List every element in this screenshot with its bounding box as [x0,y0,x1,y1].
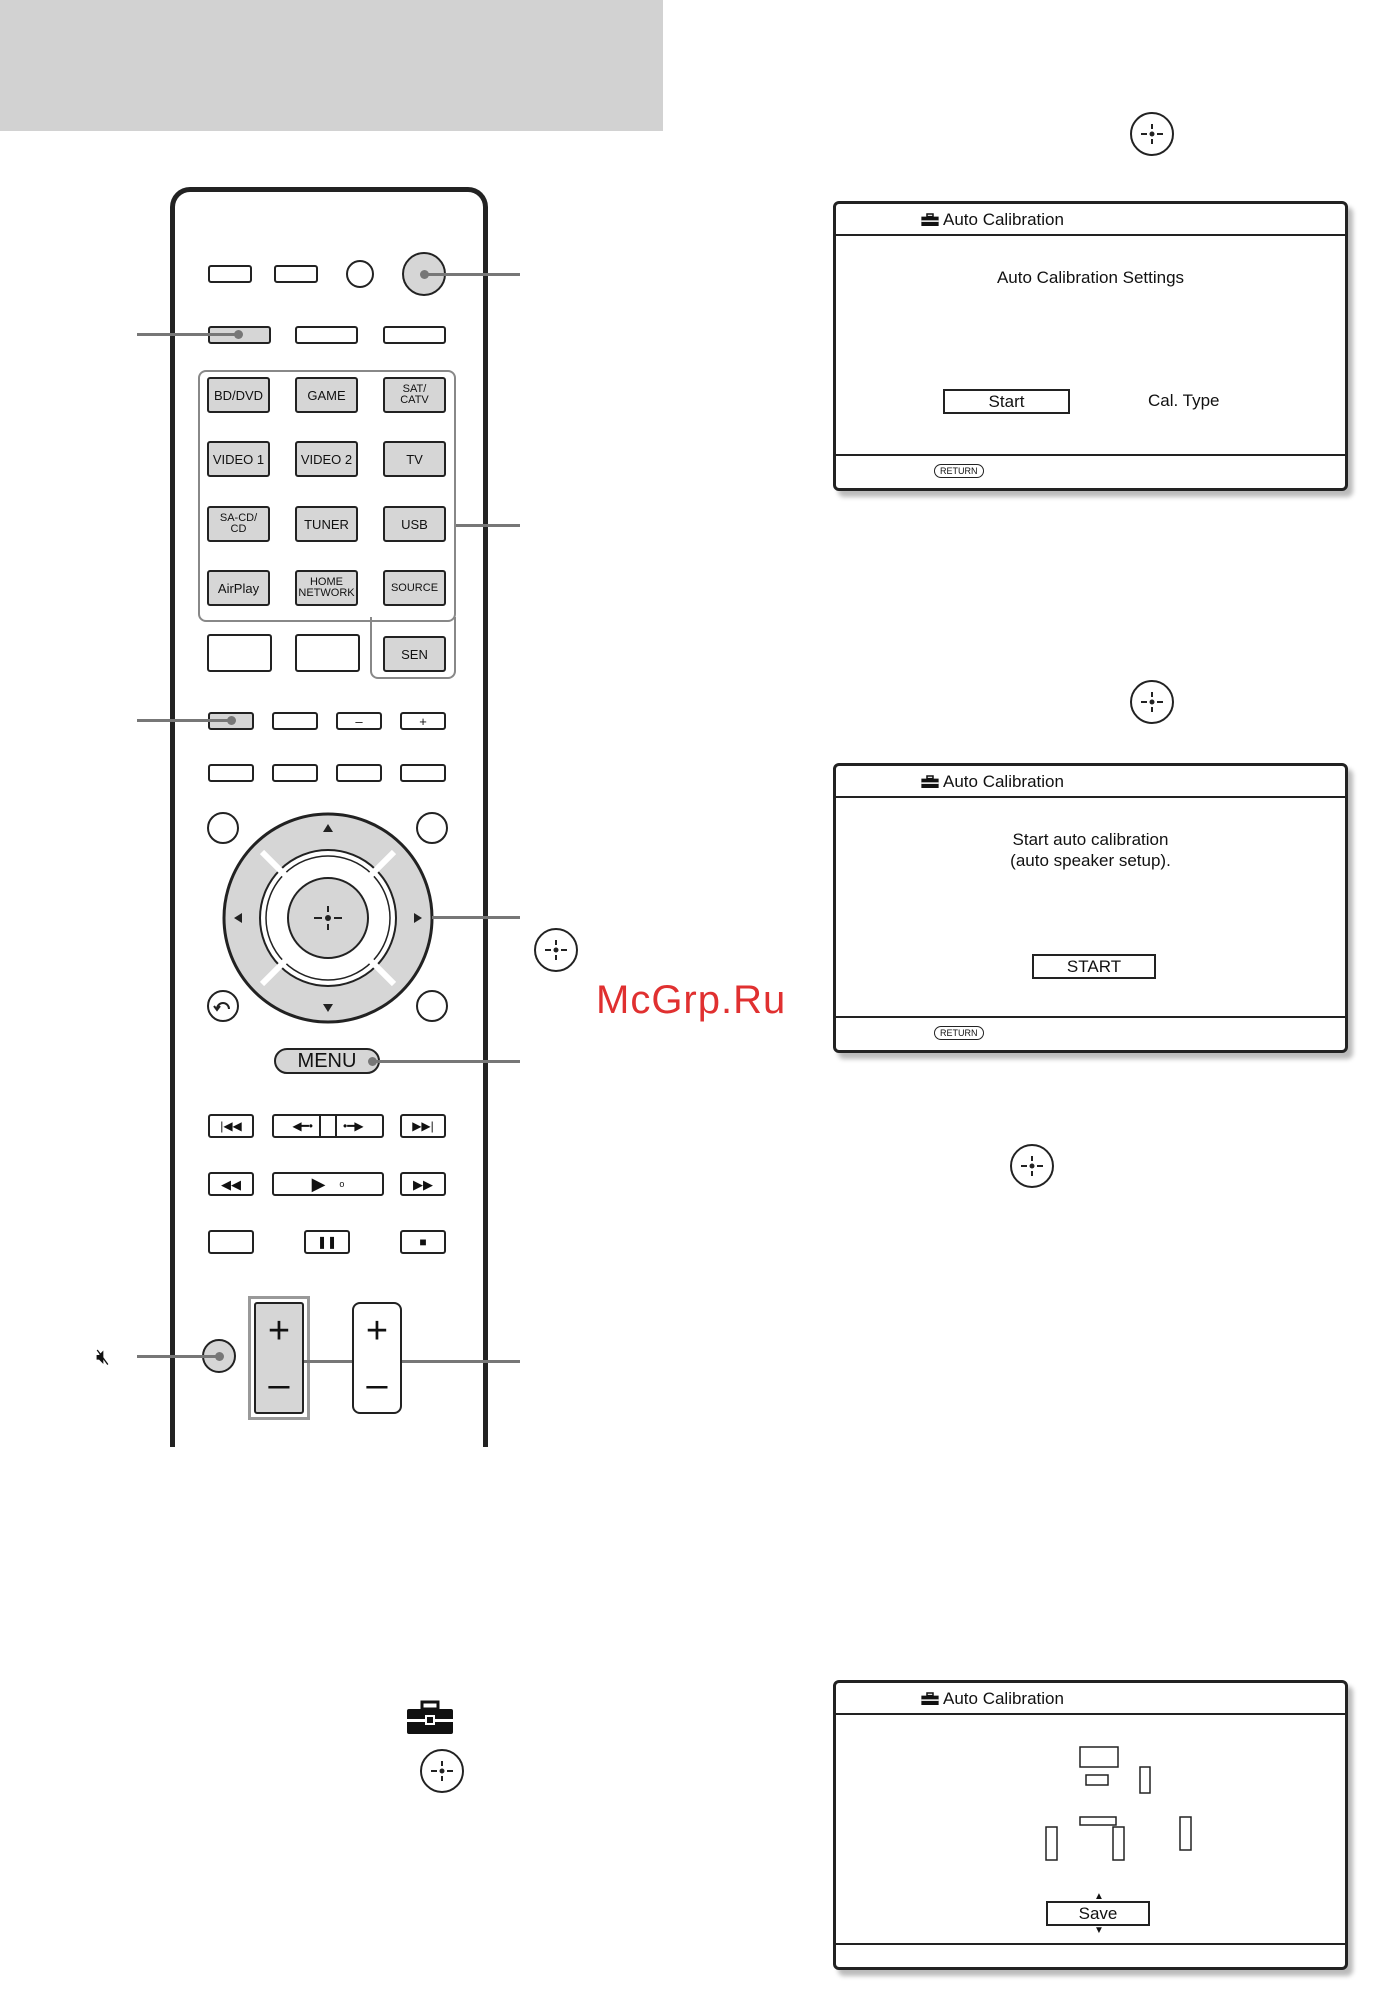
tv-volume-button[interactable]: + – [352,1302,402,1414]
enter-icon [534,928,578,972]
input-group-outline [370,617,456,679]
game-button[interactable]: GAME [295,377,358,413]
cal-type-item[interactable]: Cal. Type [1148,391,1220,410]
skip-button-pair[interactable]: ◀━• •━▶ [272,1114,384,1138]
usb-button[interactable]: USB [383,506,446,542]
back-skip-icon: ◀━• [292,1118,313,1133]
return-icon [213,1002,230,1012]
remote-button[interactable] [208,1230,254,1254]
remote-button[interactable] [272,764,318,782]
callout-dot [234,330,243,339]
tv-volume-minus-label: – [366,1363,388,1406]
callout-line [137,333,237,336]
pause-button[interactable]: ❚❚ [304,1230,350,1254]
speaker-layout-diagram [1045,1746,1192,1861]
return-button[interactable] [207,990,239,1022]
remote-top-button-1[interactable] [208,265,252,283]
minus-button[interactable]: – [336,712,382,730]
volume-group-outline [248,1296,310,1420]
airplay-button[interactable]: AirPlay [207,570,270,606]
volume-plus-label: + [267,1309,291,1352]
video1-button[interactable]: VIDEO 1 [207,441,270,477]
play-button[interactable]: ▶ o [272,1172,384,1196]
prev-track-button[interactable]: |◀◀ [208,1114,254,1138]
tv-volume-plus-label: + [365,1309,389,1352]
toolbox-icon [921,775,939,788]
sat-catv-button[interactable]: SAT/ CATV [383,377,446,413]
remote-button[interactable] [336,764,382,782]
forward-skip-icon: •━▶ [343,1118,364,1133]
start-button[interactable]: Start [943,389,1070,414]
bd-dvd-button[interactable]: BD/DVD [207,377,270,413]
return-badge: RETURN [934,1026,984,1040]
return-badge: RETURN [934,464,984,478]
callout-line [304,1360,520,1363]
callout-dot [368,1057,377,1066]
sacd-cd-button[interactable]: SA-CD/ CD [207,506,270,542]
toolbox-icon [406,1700,454,1741]
callout-line [428,273,520,276]
remote-round-button[interactable] [346,260,374,288]
next-track-button[interactable]: ▶▶| [400,1114,446,1138]
screen-message-line2: (auto speaker setup). [1010,851,1171,870]
screen-title: Auto Calibration [921,772,1064,792]
mute-icon: 🔇︎ [96,1344,110,1369]
callout-dot [420,270,429,279]
remote-round-button[interactable] [416,812,448,844]
auto-calibration-settings-screen: Auto Calibration Auto Calibration Settin… [833,201,1348,491]
sen-button[interactable]: SEN [383,636,446,672]
stop-button[interactable]: ■ [400,1230,446,1254]
callout-line [432,916,520,919]
master-volume-button[interactable]: + – [254,1302,304,1414]
enter-icon [1010,1144,1054,1188]
home-network-button[interactable]: HOME NETWORK [295,570,358,606]
source-button[interactable]: SOURCE [383,570,446,606]
scroll-down-arrow: ▼ [1094,1925,1104,1936]
menu-button[interactable]: MENU [274,1048,380,1074]
remote-control [170,187,488,1447]
toolbox-icon [921,213,939,226]
speaker-layout-screen: Auto Calibration ▲ Save ▼ [833,1680,1348,1970]
enter-icon [1130,112,1174,156]
plus-button[interactable]: + [400,712,446,730]
remote-button[interactable] [400,764,446,782]
toolbox-icon [921,1692,939,1705]
remote-button[interactable] [383,326,446,344]
screen-title: Auto Calibration [921,1689,1064,1709]
video2-button[interactable]: VIDEO 2 [295,441,358,477]
remote-blank-button[interactable] [207,634,272,672]
volume-minus-label: – [268,1363,290,1406]
screen-message-line1: Start auto calibration [1012,830,1169,849]
callout-line [137,1355,217,1358]
callout-line [456,524,520,527]
rewind-button[interactable]: ◀◀ [208,1172,254,1196]
enter-icon [1130,680,1174,724]
fast-forward-button[interactable]: ▶▶ [400,1172,446,1196]
callout-dot [215,1352,224,1361]
start-auto-calibration-screen: Auto Calibration Start auto calibration … [833,763,1348,1053]
remote-blank-button[interactable] [295,634,360,672]
remote-round-button[interactable] [416,990,448,1022]
start-button[interactable]: START [1032,954,1156,979]
remote-button[interactable] [208,764,254,782]
callout-dot [227,716,236,725]
screen-heading: Auto Calibration Settings [996,268,1185,287]
tuner-button[interactable]: TUNER [295,506,358,542]
header-bar [0,0,663,131]
input-group-outline [198,370,456,622]
remote-round-button[interactable] [207,812,239,844]
screen-title: Auto Calibration [921,210,1064,230]
watermark: McGrp.Ru [596,978,787,1022]
save-button[interactable]: Save [1046,1901,1150,1926]
remote-top-button-2[interactable] [274,265,318,283]
remote-button[interactable] [295,326,358,344]
scroll-up-arrow: ▲ [1094,1891,1104,1902]
remote-button[interactable] [272,712,318,730]
enter-icon [420,1749,464,1793]
callout-line [376,1060,520,1063]
callout-line [137,719,229,722]
d-pad[interactable] [220,810,436,1026]
tv-button[interactable]: TV [383,441,446,477]
